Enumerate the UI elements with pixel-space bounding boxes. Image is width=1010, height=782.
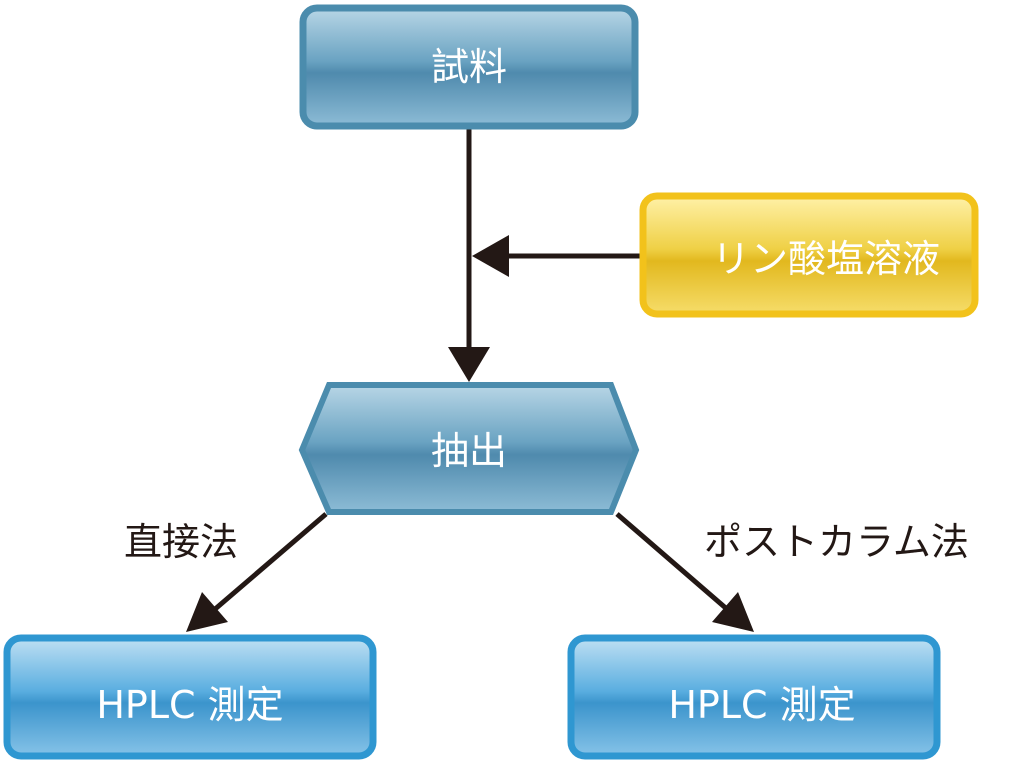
- edge-extraction-to-left: [212, 512, 328, 612]
- node-extraction: 抽出: [298, 382, 640, 515]
- edge-extraction-to-right: [615, 512, 730, 612]
- node-sample-label: 試料: [431, 45, 507, 89]
- edge-left-arrowhead: [186, 592, 228, 632]
- node-hplc-right: HPLC 測定: [567, 634, 941, 760]
- node-phosphate-solution: リン酸塩溶液: [639, 192, 979, 318]
- label-postcolumn-method: ポストカラム法: [704, 520, 969, 564]
- edge-right-arrowhead: [712, 592, 754, 632]
- node-hplc-left-label: HPLC 測定: [96, 683, 283, 727]
- node-hplc-left: HPLC 測定: [3, 634, 377, 760]
- node-phosphate-solution-label: リン酸塩溶液: [712, 237, 940, 281]
- connectors: [186, 126, 754, 632]
- label-direct-method: 直接法: [124, 520, 238, 564]
- node-extraction-label: 抽出: [431, 429, 507, 473]
- node-sample: 試料: [299, 4, 639, 130]
- edge-sample-arrowhead: [448, 347, 490, 382]
- node-hplc-right-label: HPLC 測定: [668, 683, 855, 727]
- edge-phosphate-arrowhead: [472, 235, 509, 277]
